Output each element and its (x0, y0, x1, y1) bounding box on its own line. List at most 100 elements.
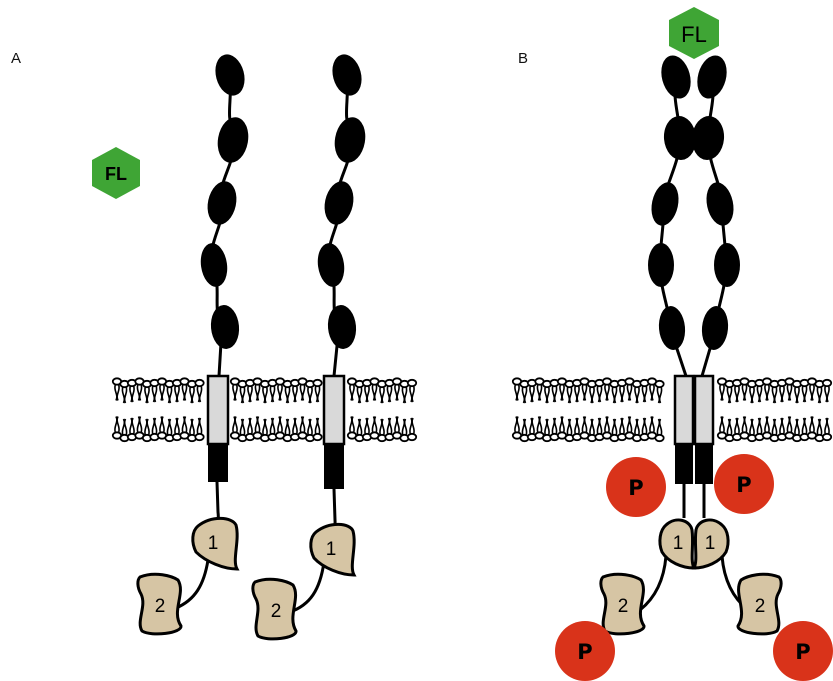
membrane-segment (346, 377, 418, 443)
phosphate-group: P (773, 621, 833, 681)
lipid-molecule (164, 379, 175, 443)
lipid-molecule (259, 379, 271, 443)
lipid-molecule (769, 379, 780, 443)
ig-domain (200, 243, 228, 287)
lipid-molecule (724, 379, 735, 443)
phosphate-label: P (577, 640, 592, 664)
lipid-molecule (119, 379, 130, 443)
lipid-molecule (601, 377, 613, 440)
membrane-segment (229, 377, 323, 443)
kinase-domain-2 (251, 577, 298, 641)
lipid-molecule (149, 378, 160, 442)
membrane-segment (511, 377, 665, 443)
phosphate-group: P (606, 457, 666, 517)
kinase-domain-2 (599, 572, 646, 636)
lipid-molecule (391, 377, 403, 440)
kinase-domain-2-label: 2 (155, 596, 166, 617)
lipid-molecule (384, 378, 395, 442)
ig-domain (706, 182, 734, 226)
lipid-molecule (579, 377, 590, 440)
ligand-hexagon (92, 147, 140, 199)
panel-a-label: A (11, 50, 21, 67)
ligand-label: FL (681, 22, 707, 47)
lipid-molecule (179, 377, 190, 440)
ligand-hexagon (669, 7, 719, 59)
lipid-molecule (609, 379, 620, 443)
lipid-molecule (731, 378, 743, 442)
kinase-domain-1-label: 1 (705, 533, 716, 554)
phosphate-group: P (714, 454, 774, 514)
lipid-molecule (654, 379, 665, 443)
lipid-molecule (814, 379, 825, 443)
kinase-domain-2 (136, 572, 183, 636)
lipid-molecule (376, 379, 388, 443)
kinase-domain-1-label: 1 (326, 539, 337, 560)
lipid-molecule (594, 378, 605, 442)
lipid-molecule (519, 379, 530, 443)
lipid-molecule (111, 377, 123, 440)
lipid-molecule (624, 377, 635, 440)
lipid-molecule (541, 379, 553, 443)
kinase-domain-1-label: 1 (208, 533, 219, 554)
kinase-domain-2 (736, 572, 783, 636)
lipid-molecule (194, 378, 205, 442)
lipid-molecule (646, 377, 658, 440)
kinase-domain-1 (309, 522, 357, 577)
juxtamembrane-segment (675, 444, 693, 484)
lipid-molecule (586, 379, 598, 443)
lipid-molecule (361, 378, 373, 442)
lipid-molecule (399, 379, 410, 443)
bound-ligand: FL (669, 7, 719, 59)
lipid-molecule (237, 379, 248, 443)
lipid-molecule (346, 377, 358, 440)
ig-domain (658, 306, 686, 350)
ig-domain (317, 243, 345, 287)
ig-domain (661, 55, 691, 99)
juxtamembrane-segment (208, 444, 228, 482)
lipid-molecule (716, 377, 728, 440)
ig-domain (648, 243, 674, 287)
receptor-dimer: 1 1 2 2 (599, 55, 783, 636)
phosphate-label: P (628, 476, 643, 500)
lipid-molecule (821, 378, 833, 442)
receptor-monomer: 1 2 (251, 54, 366, 641)
lipid-molecule (556, 377, 568, 440)
lipid-molecule (126, 378, 138, 442)
juxtamembrane-segment (695, 444, 713, 484)
ig-domain (207, 181, 237, 225)
transmembrane-segment (673, 374, 695, 446)
ig-domain (332, 54, 362, 96)
lipid-molecule (534, 377, 545, 440)
lipid-molecule (134, 377, 145, 440)
kinase-domain-2-label: 2 (618, 596, 629, 617)
ig-domain (215, 54, 245, 96)
ig-domain (651, 182, 679, 226)
lipid-molecule (186, 379, 198, 443)
panel-b-label: B (518, 50, 528, 67)
lipid-molecule (171, 378, 183, 442)
lipid-molecule (761, 377, 773, 440)
kinase-domain-1-label: 1 (673, 533, 684, 554)
transmembrane-segment (322, 374, 346, 446)
kinase-domain-2-label: 2 (271, 601, 282, 622)
phosphate-group: P (555, 621, 615, 681)
lipid-molecule (639, 378, 650, 442)
ig-domain (714, 243, 740, 287)
lipid-molecule (282, 379, 293, 443)
lipid-molecule (739, 377, 750, 440)
ig-domain (691, 116, 725, 160)
juxtamembrane-segment (324, 444, 344, 489)
ig-domain (701, 306, 729, 350)
lipid-molecule (571, 378, 583, 442)
ig-domain (334, 117, 366, 163)
lipid-molecule (406, 378, 418, 442)
lipid-molecule (631, 379, 643, 443)
lipid-molecule (274, 377, 286, 440)
lipid-molecule (791, 379, 803, 443)
lipid-molecule (549, 378, 560, 442)
ig-domain (697, 55, 727, 99)
lipid-molecule (304, 379, 316, 443)
ligand-label: FL (105, 164, 127, 184)
lipid-molecule (511, 377, 523, 440)
transmembrane-segment (206, 374, 230, 446)
